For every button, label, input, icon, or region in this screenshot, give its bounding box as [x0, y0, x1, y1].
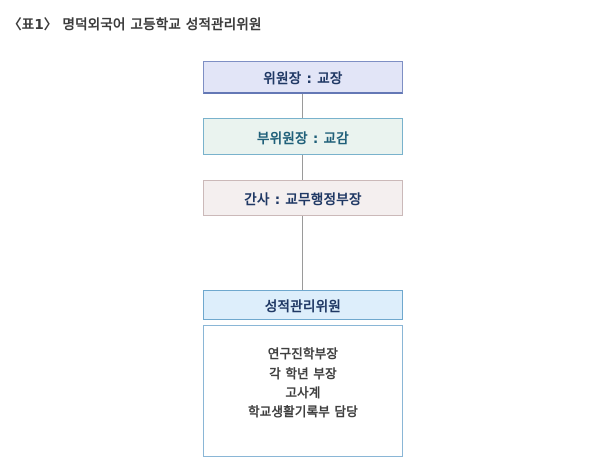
connector-secretary-to-committee: [302, 216, 303, 290]
node-committee-header: 성적관리위원: [203, 290, 403, 320]
node-chairperson-label: 위원장 : 교장: [263, 71, 343, 87]
node-chairperson: 위원장 : 교장: [203, 61, 403, 94]
node-secretary-label: 간사 : 교무행정부장: [244, 192, 362, 208]
node-committee-members: 연구진학부장 각 학년 부장 고사계 학교생활기록부 담당: [203, 325, 403, 457]
node-committee-header-label: 성적관리위원: [264, 299, 342, 315]
node-vice-chairperson: 부위원장 : 교감: [203, 118, 403, 155]
connector-chair-to-vice-chair: [302, 93, 303, 118]
member-item: 각 학년 부장: [269, 365, 337, 381]
member-item: 연구진학부장: [267, 346, 339, 362]
connector-vice-chair-to-secretary: [302, 155, 303, 180]
node-secretary: 간사 : 교무행정부장: [203, 180, 403, 216]
node-vice-chairperson-label: 부위원장 : 교감: [256, 130, 350, 147]
page-title: 〈표1〉 명덕외국어 고등학교 성적관리위원: [8, 17, 262, 33]
member-item: 고사계: [285, 385, 321, 400]
member-item: 학교생활기록부 담당: [248, 404, 358, 420]
